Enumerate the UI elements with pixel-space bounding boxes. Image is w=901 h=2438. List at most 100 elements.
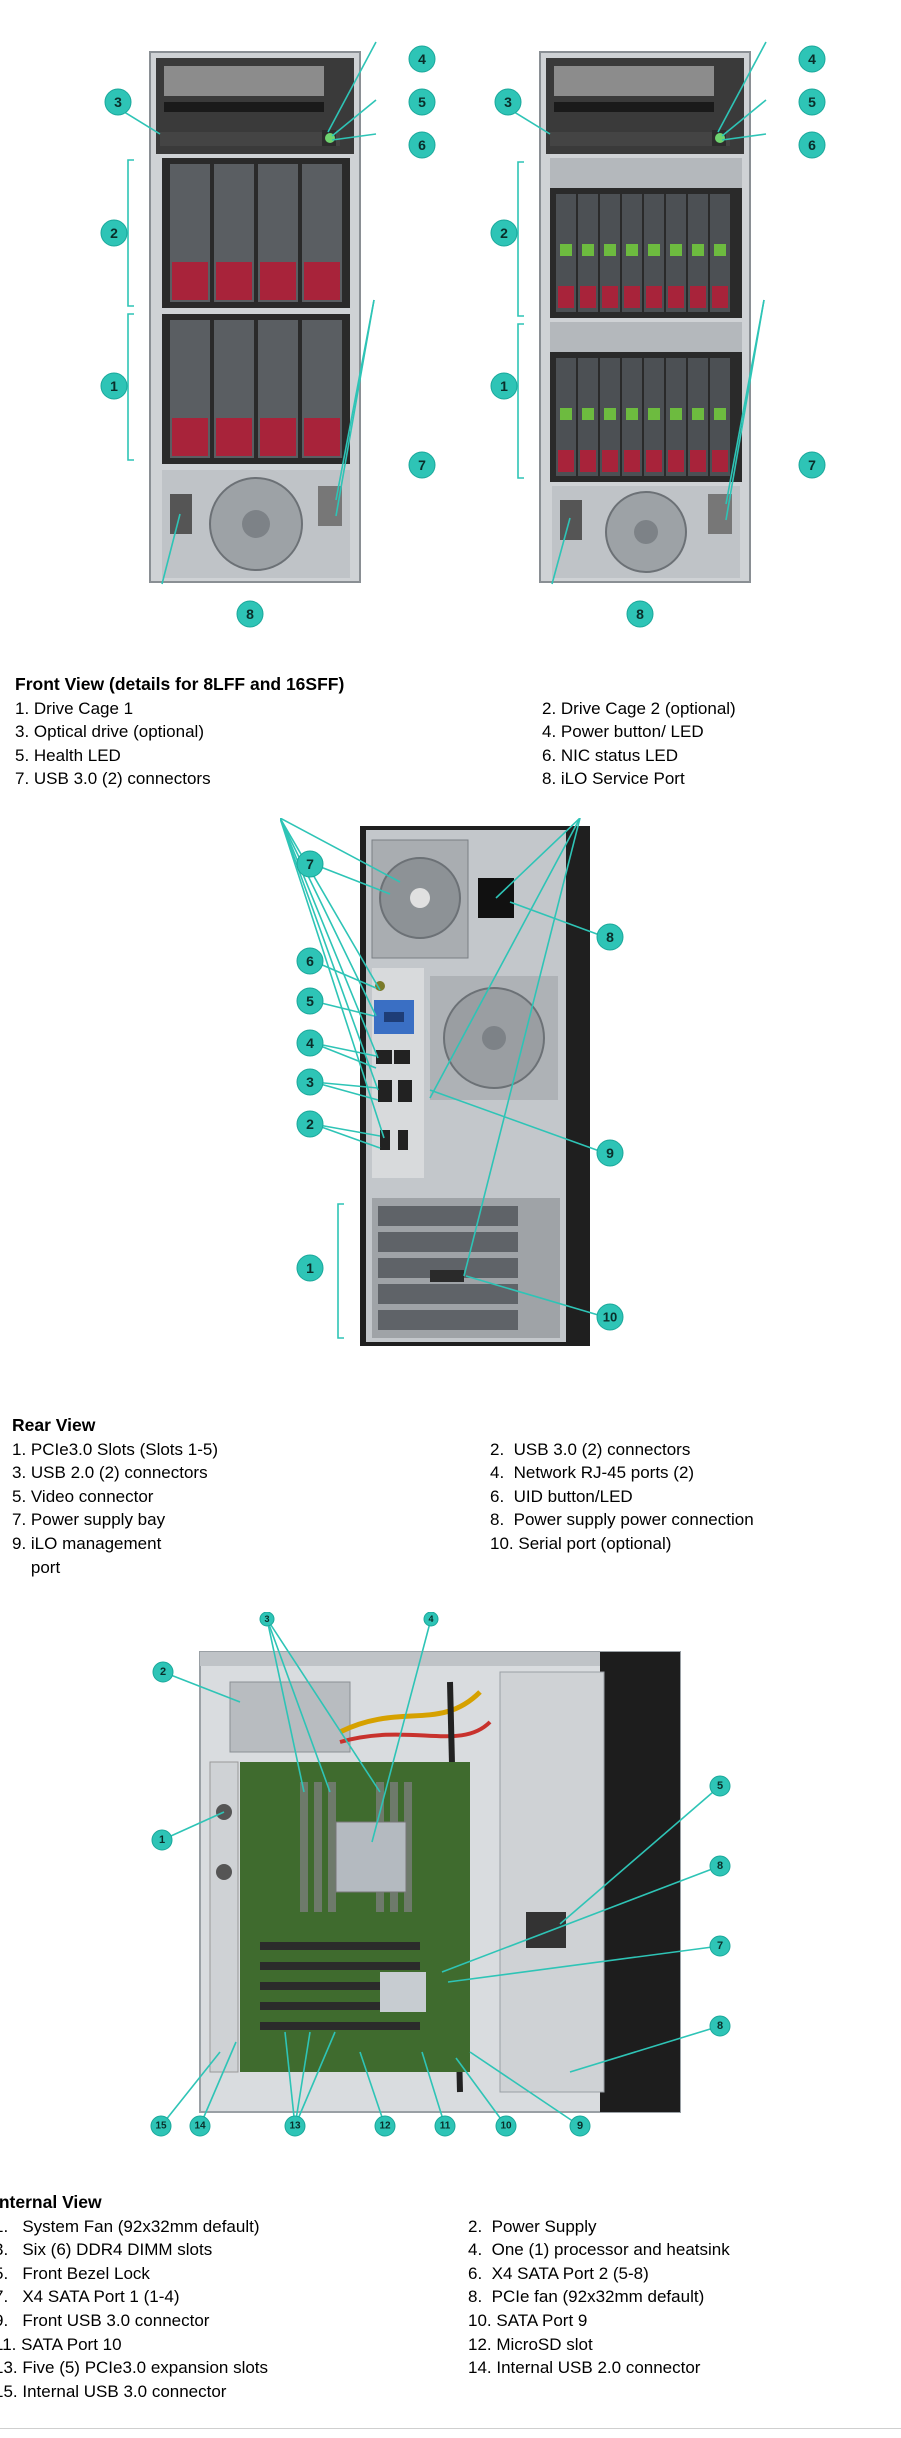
callout-lff-6: 6 (408, 131, 436, 159)
rear-view-callouts: 1 2 3 4 5 6 7 8 9 10 (296, 850, 624, 1331)
callout-lff-4: 4 (408, 45, 436, 73)
callout-sff-1: 1 (490, 372, 518, 400)
internal-legend-item-2: 2. Power Supply (468, 2216, 597, 2236)
front-legend-item-2: 2. Drive Cage 2 (optional) (542, 698, 736, 718)
callout-lff-5-label: 5 (418, 94, 426, 110)
front-legend-item-4: 4. Power button/ LED (542, 722, 704, 742)
front-view-title: Front View (details for 8LFF and 16SFF) (15, 674, 345, 694)
front-legend-item-6: 6. NIC status LED (542, 745, 679, 765)
rear-legend-item-3: 3. USB 2.0 (2) connectors (12, 1463, 208, 1483)
internal-legend-item-9: 9. Front USB 3.0 connector (0, 2310, 210, 2330)
callout-sff-2: 2 (490, 219, 518, 247)
callout-sff-4: 4 (798, 45, 826, 73)
callout-rear-3: 3 (296, 1068, 324, 1096)
callout-int-3-label: 3 (264, 1614, 269, 1624)
rear-legend-item-2: 2. USB 3.0 (2) connectors (490, 1439, 691, 1459)
callout-int-14: 14 (189, 2115, 211, 2137)
internal-view-image (199, 1651, 681, 2113)
internal-legend-item-7: 7. X4 SATA Port 1 (1-4) (0, 2287, 180, 2307)
callout-lff-1-label: 1 (110, 378, 118, 394)
callout-int-5: 5 (709, 1775, 731, 1797)
front-view-sff-image (497, 41, 767, 585)
callout-int-7: 7 (709, 1935, 731, 1957)
callout-int-15-label: 15 (155, 2121, 167, 2132)
internal-legend-item-13: 13. Five (5) PCIe3.0 expansion slots (0, 2358, 269, 2378)
callout-int-9-label: 9 (577, 2120, 583, 2132)
callout-sff-8-label: 8 (636, 606, 644, 622)
callout-lff-4-label: 4 (418, 51, 426, 67)
rear-legend-item-9-cont: port (12, 1557, 61, 1577)
rear-legend-item-9: 9. iLO management (12, 1533, 162, 1553)
front-legend-item-5: 5. Health LED (15, 745, 121, 765)
internal-legend-item-5: 5. Front Bezel Lock (0, 2263, 150, 2283)
callout-int-1-label: 1 (159, 1834, 165, 1846)
callout-int-4: 4 (423, 1612, 439, 1627)
callout-int-12: 12 (374, 2115, 396, 2137)
rear-legend-item-1: 1. PCIe3.0 Slots (Slots 1-5) (12, 1439, 218, 1459)
front-legend-item-8: 8. iLO Service Port (542, 769, 685, 789)
callout-sff-1-label: 1 (500, 378, 508, 394)
callout-rear-6: 6 (296, 947, 324, 975)
callout-lff-2: 2 (100, 219, 128, 247)
callout-rear-2-label: 2 (306, 1116, 314, 1132)
callout-sff-5-label: 5 (808, 94, 816, 110)
callout-int-6: 8 (709, 1855, 731, 1877)
callout-rear-4-label: 4 (306, 1035, 314, 1051)
callout-sff-6: 6 (798, 131, 826, 159)
rear-legend-item-4: 4. Network RJ-45 ports (2) (490, 1463, 695, 1483)
callout-rear-9-label: 9 (606, 1145, 614, 1161)
callout-lff-3-label: 3 (114, 94, 122, 110)
callout-rear-6-label: 6 (306, 953, 314, 969)
callout-rear-4: 4 (296, 1029, 324, 1057)
callout-rear-5: 5 (296, 987, 324, 1015)
callout-int-1: 1 (151, 1829, 173, 1851)
internal-legend-item-11: 11. SATA Port 10 (0, 2334, 122, 2354)
callout-sff-2-label: 2 (500, 225, 508, 241)
rear-legend-item-7: 7. Power supply bay (12, 1510, 166, 1530)
internal-view-title: Internal View (0, 2192, 102, 2212)
internal-legend-item-15: 15. Internal USB 3.0 connector (0, 2381, 227, 2401)
callout-int-11: 11 (434, 2115, 456, 2137)
callout-rear-1: 1 (296, 1254, 324, 1282)
callout-rear-9: 9 (596, 1139, 624, 1167)
callout-int-13: 13 (284, 2115, 306, 2137)
callout-sff-3-label: 3 (504, 94, 512, 110)
callout-rear-7-label: 7 (306, 856, 314, 872)
internal-legend-item-12: 12. MicroSD slot (468, 2334, 593, 2354)
front-view-lff-image (107, 41, 377, 585)
rear-legend-item-6: 6. UID button/LED (490, 1486, 633, 1506)
rear-legend-item-5: 5. Video connector (12, 1486, 154, 1506)
front-legend-item-1: 1. Drive Cage 1 (15, 698, 134, 718)
internal-legend-item-3: 3. Six (6) DDR4 DIMM slots (0, 2240, 213, 2260)
callout-sff-8: 8 (626, 600, 654, 628)
internal-view-callouts: 1 2 3 4 5 8 7 8 9 10 11 12 13 14 15 (150, 1612, 731, 2137)
front-legend-item-3: 3. Optical drive (optional) (15, 722, 204, 742)
callout-rear-7: 7 (296, 850, 324, 878)
callout-sff-7-label: 7 (808, 457, 816, 473)
callout-sff-7: 7 (798, 451, 826, 479)
internal-legend-item-6: 6. X4 SATA Port 2 (5-8) (468, 2263, 649, 2283)
callout-sff-6-label: 6 (808, 137, 816, 153)
rear-view-title: Rear View (12, 1415, 96, 1435)
callout-int-2: 2 (152, 1661, 174, 1683)
internal-legend-item-14: 14. Internal USB 2.0 connector (468, 2358, 701, 2378)
callout-rear-2: 2 (296, 1110, 324, 1138)
callout-rear-8-label: 8 (606, 929, 614, 945)
callout-sff-3: 3 (494, 88, 522, 116)
internal-legend-item-8: 8. PCIe fan (92x32mm default) (468, 2287, 705, 2307)
callout-rear-8: 8 (596, 923, 624, 951)
callout-int-10: 10 (495, 2115, 517, 2137)
rear-view-image (280, 818, 590, 1346)
callout-lff-5: 5 (408, 88, 436, 116)
callout-int-14-label: 14 (194, 2121, 206, 2132)
front-legend-item-7: 7. USB 3.0 (2) connectors (15, 769, 211, 789)
callout-int-8-label: 8 (717, 2020, 723, 2032)
callout-int-5-label: 5 (717, 1780, 723, 1792)
callout-lff-7: 7 (408, 451, 436, 479)
internal-view-legend: Internal View 1. System Fan (92x32mm def… (0, 2191, 894, 2401)
callout-rear-5-label: 5 (306, 993, 314, 1009)
callout-lff-8-label: 8 (246, 606, 254, 622)
callout-int-2-label: 2 (160, 1666, 166, 1678)
callout-int-15: 15 (150, 2115, 172, 2137)
callout-lff-8: 8 (236, 600, 264, 628)
